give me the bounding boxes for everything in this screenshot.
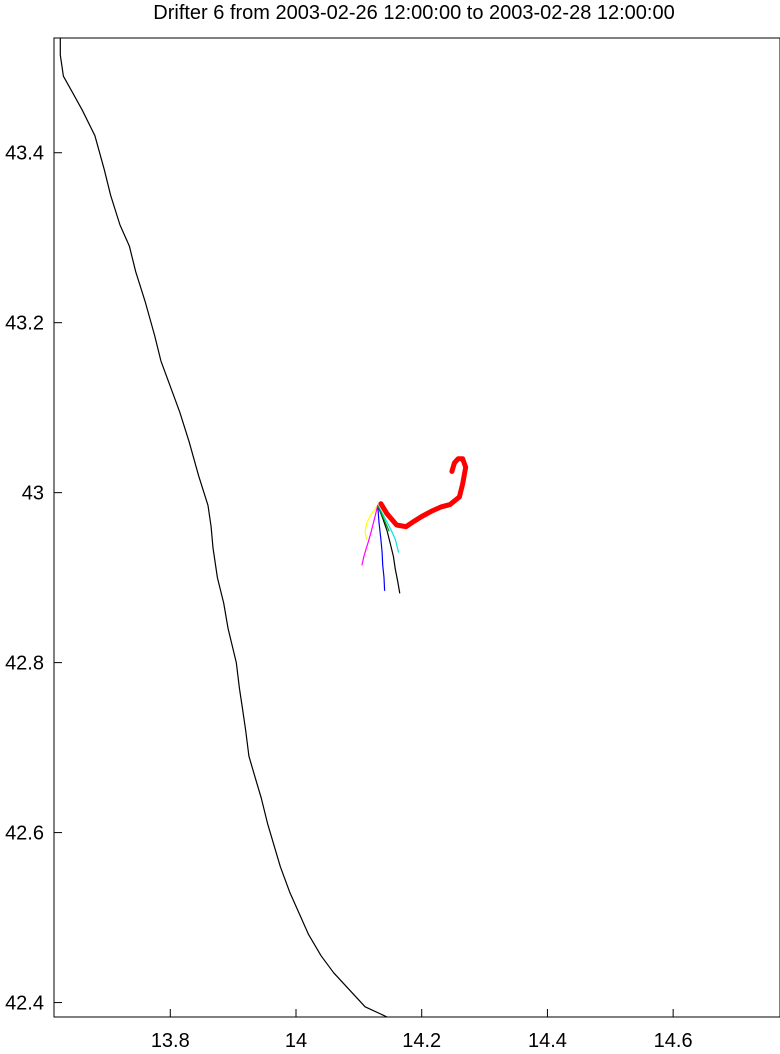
model-track-7 <box>361 504 379 566</box>
y-tick-label: 43 <box>22 483 44 505</box>
y-tick-label: 43.4 <box>5 143 44 165</box>
x-tick-label: 14.6 <box>654 1030 693 1052</box>
model-track-2 <box>377 504 386 592</box>
y-axis: 42.4 42.6 42.8 43 43.2 43.4 <box>5 143 62 1015</box>
series-layer <box>59 38 469 1017</box>
model-track-6 <box>364 504 379 541</box>
model-track-3 <box>377 504 401 594</box>
x-tick-label: 13.8 <box>151 1030 190 1052</box>
x-tick-label: 14 <box>285 1030 307 1052</box>
x-axis: 13.8 14 14.2 14.4 14.6 <box>151 1009 693 1052</box>
y-tick-label: 42.4 <box>5 993 44 1015</box>
plot-area <box>53 37 780 1018</box>
x-tick-label: 14.2 <box>402 1030 441 1052</box>
coastline-0 <box>59 38 389 1017</box>
y-tick-label: 42.6 <box>5 823 44 845</box>
axes-frame <box>53 37 780 1018</box>
x-tick-label: 14.4 <box>528 1030 567 1052</box>
chart-title: Drifter 6 from 2003-02-26 12:00:00 to 20… <box>153 2 674 24</box>
drifter-track-1 <box>378 456 469 530</box>
y-tick-label: 43.2 <box>5 313 44 335</box>
model-track-5 <box>377 504 390 532</box>
model-track-4 <box>377 504 400 553</box>
y-tick-label: 42.8 <box>5 653 44 675</box>
